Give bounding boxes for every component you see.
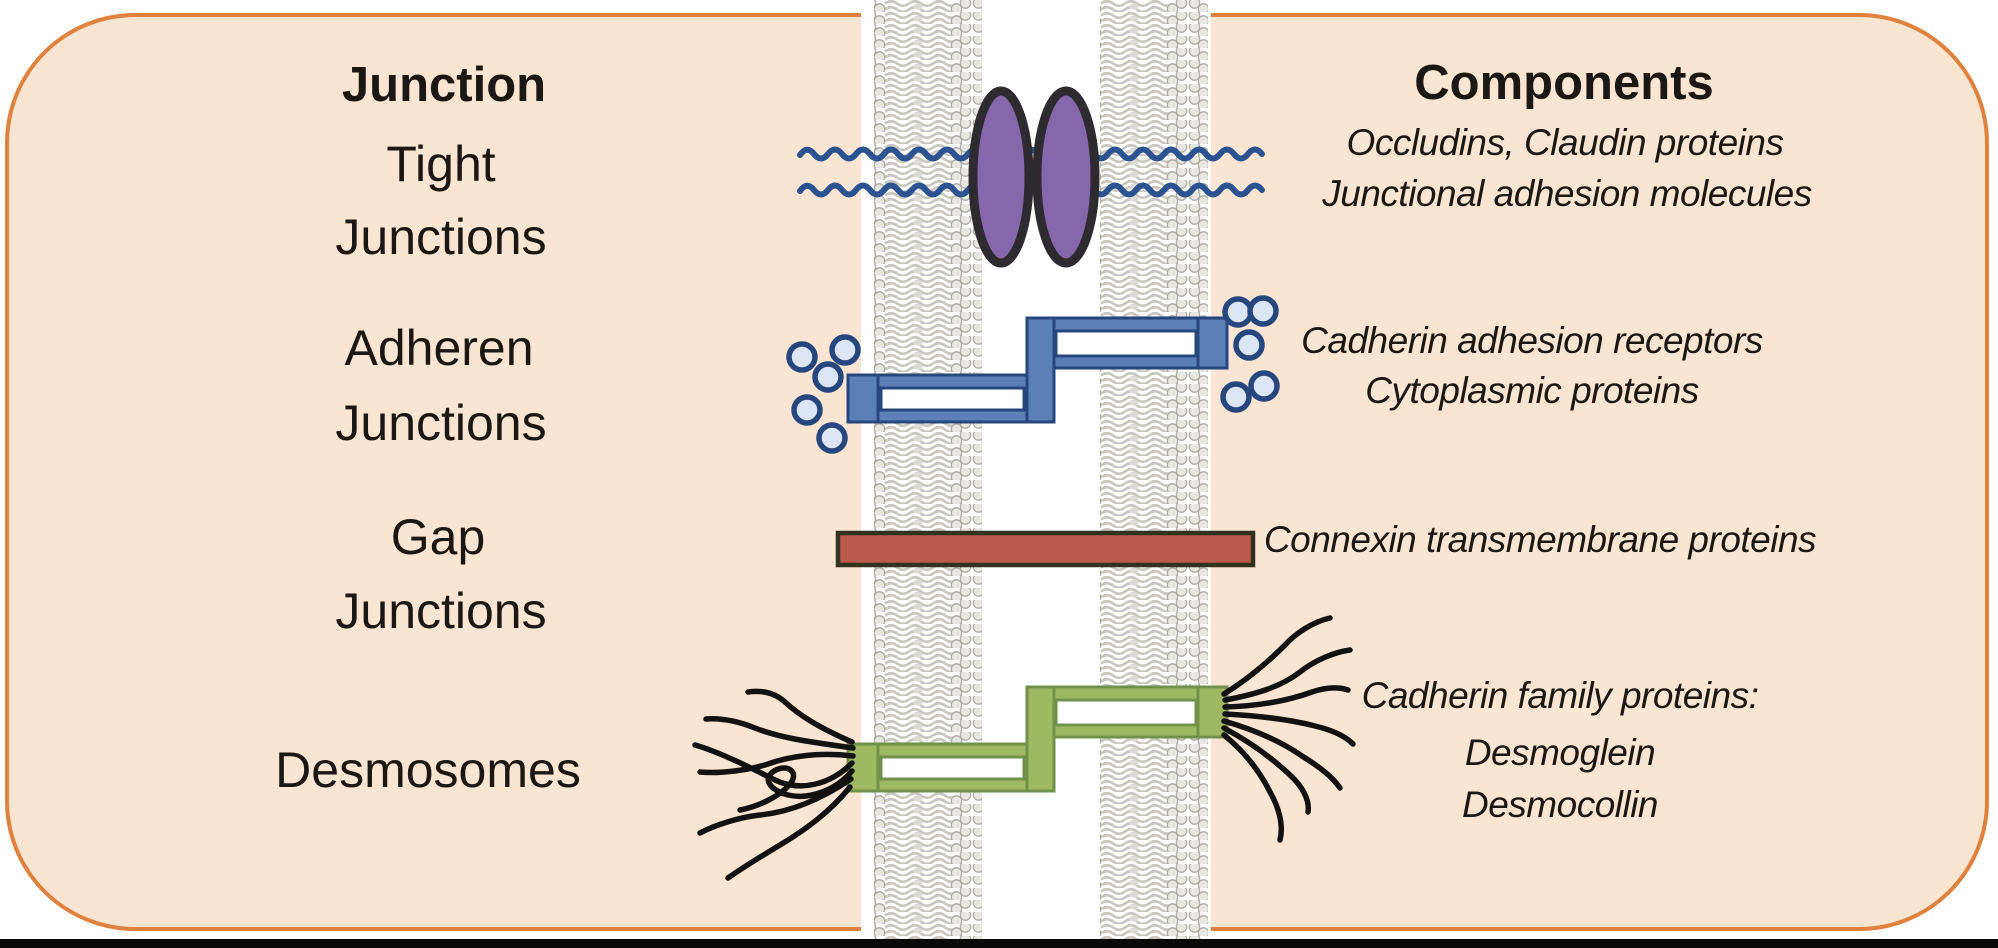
label-adheren-junctions: Junctions xyxy=(335,395,547,451)
membrane-right xyxy=(1100,0,1208,948)
tight-junction xyxy=(797,86,1265,268)
components-adherens-line2: Cytoplasmic proteins xyxy=(1365,370,1699,411)
label-tight: Tight xyxy=(386,136,496,192)
components-tight-line2: Junctional adhesion molecules xyxy=(1322,173,1812,214)
components-gap-line1: Connexin transmembrane proteins xyxy=(1263,519,1817,560)
occludin-oval-right xyxy=(1032,86,1100,268)
keratin-filaments-right xyxy=(1221,615,1356,843)
desmosome-cap-left xyxy=(846,742,880,793)
membrane-left xyxy=(874,0,982,948)
components-desmosome-line2: Desmoglein xyxy=(1464,732,1656,773)
adherens-cap-left xyxy=(846,373,880,424)
desmosome-clamps xyxy=(846,685,1229,793)
keratin-filaments-left xyxy=(692,688,856,881)
cytoplasmic-vesicles-right xyxy=(1220,295,1280,413)
adherens-cap-right xyxy=(1196,316,1229,370)
bottom-border-bar xyxy=(0,939,1998,948)
components-desmosome-line3: Desmocollin xyxy=(1461,784,1659,825)
components-desmosome-line1: Cadherin family proteins: xyxy=(1361,675,1759,716)
label-gap-junctions: Junctions xyxy=(335,583,547,639)
components-adherens-line1: Cadherin adhesion receptors xyxy=(1301,320,1763,361)
label-gap: Gap xyxy=(390,509,486,565)
components-tight-line1: Occludins, Claudin proteins xyxy=(1346,122,1784,163)
adherens-junction xyxy=(846,316,1229,424)
junction-column-header: Junction xyxy=(341,58,547,112)
label-tight-junctions: Junctions xyxy=(335,209,547,265)
occludin-oval-left xyxy=(968,86,1034,268)
components-column-header: Components xyxy=(1414,56,1714,110)
label-adheren: Adheren xyxy=(344,320,534,376)
adherens-bar-vertical xyxy=(1025,316,1056,424)
cytoplasmic-vesicles-left xyxy=(786,334,861,454)
connexin-channel-bar xyxy=(835,530,1256,568)
label-desmosomes: Desmosomes xyxy=(275,742,581,798)
